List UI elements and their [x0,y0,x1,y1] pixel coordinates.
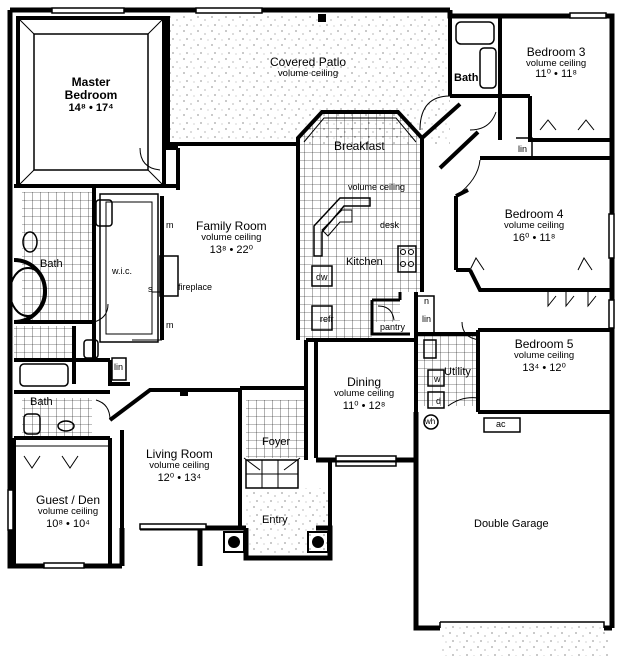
kitchen-volume-ceiling: volume ceiling [348,182,406,192]
dining-dims: 11⁰ • 12⁸ [342,399,386,412]
linen-hall-label: lin [422,314,432,324]
living-room-sub: volume ceiling [149,459,210,471]
bedroom-5-label: Bedroom 5 volume ceiling 13⁴ • 12⁰ [514,338,574,374]
bath-upper-label: Bath [454,72,479,84]
dining-label: Dining volume ceiling 11⁰ • 12⁸ [334,376,394,412]
kitchen-tile [298,112,422,340]
bedroom-4-label: Bedroom 4 volume ceiling 16⁰ • 11⁸ [504,208,564,244]
bedroom-3-dims: 11⁰ • 11⁸ [535,67,578,80]
kitchen-label: Kitchen [346,256,383,268]
family-room-sub: volume ceiling [201,231,262,243]
foyer-label: Foyer [262,436,291,448]
living-post [180,388,188,396]
media-label-top: m [166,220,174,230]
bedroom-5-name: Bedroom 5 [514,337,574,351]
living-room-label: Living Room volume ceiling 12⁰ • 13⁴ [146,448,213,484]
dishwasher-label: dw [316,272,328,282]
dining-name: Dining [347,375,382,389]
entry-label: Entry [262,514,288,526]
shelf-label: s [148,284,153,294]
bedroom-5-sub: volume ceiling [514,349,575,361]
bedroom-4-name: Bedroom 4 [504,207,564,221]
bedroom-3-name: Bedroom 3 [526,45,586,59]
refrigerator-label: refr [320,314,334,324]
water-heater-label: wh [425,417,436,426]
double-garage-label: Double Garage [474,518,549,530]
breakfast-name: Breakfast [334,139,385,153]
family-room-dims: 13⁸ • 22⁰ [209,243,254,256]
niche-label: n [424,296,430,306]
media-label-bottom: m [166,320,174,330]
pantry-label: pantry [380,322,406,332]
bedroom-4-sub: volume ceiling [504,219,565,231]
driveway-floor [440,622,610,656]
fireplace-label: fireplace [178,282,213,292]
living-room-name: Living Room [146,447,213,461]
master-bedroom-name: Master Bedroom [64,75,118,102]
linen-master-label: lin [114,362,124,372]
master-bath-tile [22,192,94,322]
guest-bath-label: Bath [30,396,53,408]
family-room-label: Family Room volume ceiling 13⁸ • 22⁰ [196,220,267,256]
family-room-name: Family Room [196,219,267,233]
master-bath-tile-lower [14,326,74,360]
guest-den-sub: volume ceiling [37,505,99,517]
entry-column-right [312,536,324,548]
dining-sub: volume ceiling [334,387,395,399]
guest-den-label: Guest / Den volume ceiling 10⁸ • 10⁴ [36,494,100,530]
foyer-tile [246,400,306,458]
bedroom-3-label: Bedroom 3 volume ceiling 11⁰ • 11⁸ [526,46,586,80]
bedroom-3-sub: volume ceiling [526,57,587,69]
covered-patio-name: Covered Patio [270,55,347,69]
master-bath-label: Bath [40,258,63,270]
covered-patio-sub: volume ceiling [277,67,339,79]
living-room-dims: 12⁰ • 13⁴ [157,471,202,484]
master-bedroom-dims: 14⁸ • 17⁴ [68,102,114,115]
washer-label: w [434,374,441,384]
guest-bath-tile [22,398,92,436]
breakfast-label: Breakfast [334,140,385,153]
dryer-label: d [436,396,442,406]
entry-column-left [228,536,240,548]
guest-den-name: Guest / Den [36,493,101,507]
bedroom-5-dims: 13⁴ • 12⁰ [522,361,566,374]
master-bedroom-label: Master Bedroom 14⁸ • 17⁴ [56,76,126,115]
covered-patio-label: Covered Patio volume ceiling [270,56,346,79]
utility-label: Utility [444,366,471,378]
bedroom-4-dims: 16⁰ • 11⁸ [512,231,556,244]
ac-label: ac [496,419,506,429]
guest-den-dims: 10⁸ • 10⁴ [46,517,90,530]
wic-label: w.i.c. [112,266,133,276]
patio-post [318,14,326,22]
desk-label: desk [380,220,400,230]
linen-bed3-label: lin [518,144,528,154]
